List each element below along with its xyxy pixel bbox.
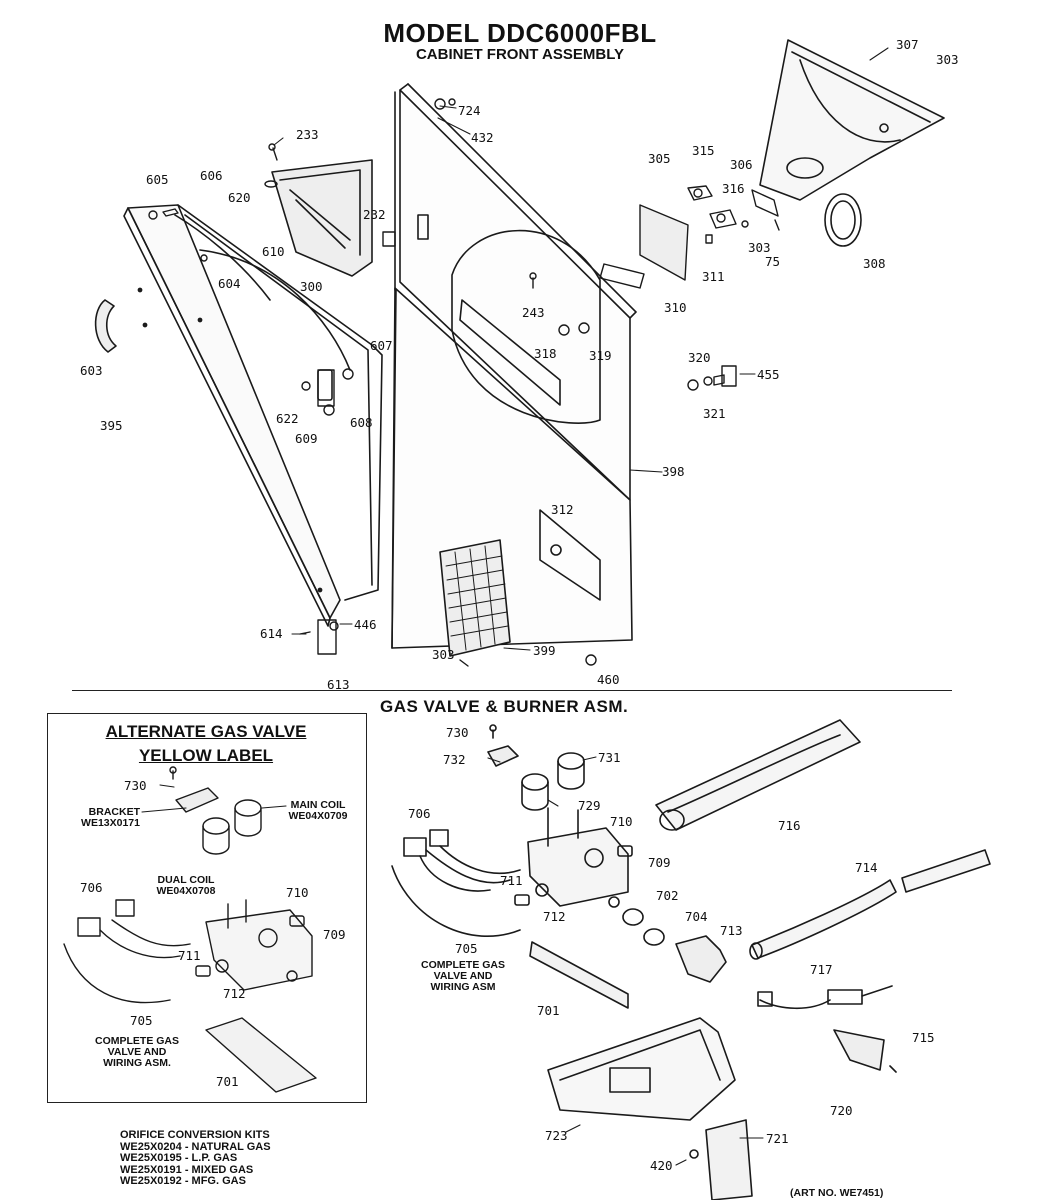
part-label: 702 bbox=[656, 888, 679, 903]
part-label: 723 bbox=[545, 1128, 568, 1143]
part-label: 711 bbox=[178, 948, 201, 963]
part-label: 613 bbox=[327, 677, 350, 692]
lint-duct-drawing bbox=[271, 159, 373, 277]
part-label: 607 bbox=[370, 338, 393, 353]
sensor-bracket-drawing bbox=[599, 185, 780, 289]
alternate-valve-box bbox=[47, 713, 367, 1103]
part-label: 701 bbox=[537, 1003, 560, 1018]
part-label: 706 bbox=[408, 806, 431, 821]
page-title: MODEL DDC6000FBL bbox=[383, 18, 657, 48]
part-label: 720 bbox=[830, 1103, 853, 1118]
part-label: 307 bbox=[896, 37, 919, 52]
part-label: 312 bbox=[551, 502, 574, 517]
part-label: 717 bbox=[810, 962, 833, 977]
part-label: 604 bbox=[218, 276, 241, 291]
door-switch-drawing bbox=[687, 365, 737, 391]
part-label: 316 bbox=[722, 181, 745, 196]
part-label: 455 bbox=[757, 367, 780, 382]
part-label: 614 bbox=[260, 626, 283, 641]
part-label: 620 bbox=[228, 190, 251, 205]
toe-grille-drawing bbox=[439, 539, 511, 657]
part-label: 610 bbox=[262, 244, 285, 259]
part-label: 605 bbox=[146, 172, 169, 187]
part-label: 622 bbox=[276, 411, 299, 426]
section-divider bbox=[72, 690, 952, 691]
part-label: 716 bbox=[778, 818, 801, 833]
part-label: 306 bbox=[730, 157, 753, 172]
part-label: 398 bbox=[662, 464, 685, 479]
part-label: 233 bbox=[296, 127, 319, 142]
part-label: 420 bbox=[650, 1158, 673, 1173]
leader-lines bbox=[141, 47, 889, 1166]
cabinet-small-parts-drawing bbox=[148, 98, 597, 667]
part-label: 603 bbox=[80, 363, 103, 378]
part-label: 729 bbox=[578, 798, 601, 813]
part-label: 300 bbox=[300, 279, 323, 294]
part-label: 721 bbox=[766, 1131, 789, 1146]
part-label: 310 bbox=[664, 300, 687, 315]
part-label: 710 bbox=[286, 885, 309, 900]
door-handle-drawing bbox=[94, 299, 117, 353]
part-label: 303 bbox=[748, 240, 771, 255]
part-label: 730 bbox=[124, 778, 147, 793]
orifice-kits-list: ORIFICE CONVERSION KITS WE25X0204 - NATU… bbox=[120, 1129, 271, 1187]
part-label: 232 bbox=[363, 207, 386, 222]
bulkhead-drawing bbox=[759, 39, 945, 247]
part-label: 321 bbox=[703, 406, 726, 421]
part-label: 311 bbox=[702, 269, 725, 284]
part-label: 714 bbox=[855, 860, 878, 875]
part-label: 732 bbox=[443, 752, 466, 767]
part-label: 308 bbox=[863, 256, 886, 271]
part-label: 705 bbox=[130, 1013, 153, 1028]
alternate-valve-title: ALTERNATE GAS VALVE bbox=[105, 722, 307, 741]
part-label: 446 bbox=[354, 617, 377, 632]
part-label: 709 bbox=[323, 927, 346, 942]
part-label: 706 bbox=[80, 880, 103, 895]
art-number: (ART NO. WE7451) bbox=[790, 1187, 884, 1199]
part-label: 395 bbox=[100, 418, 123, 433]
part-label: 711 bbox=[500, 873, 523, 888]
main-coil-caption: MAIN COIL WE04X0709 bbox=[288, 799, 348, 822]
cabinet-front-drawing bbox=[391, 83, 637, 649]
part-label: 305 bbox=[648, 151, 671, 166]
burner-parts-drawing bbox=[529, 719, 991, 1200]
part-label: 303 bbox=[432, 647, 455, 662]
part-label: 606 bbox=[200, 168, 223, 183]
alt-complete-caption: COMPLETE GAS VALVE AND WIRING ASM. bbox=[94, 1035, 179, 1069]
gas-section-title: GAS VALVE & BURNER ASM. bbox=[380, 697, 629, 716]
part-label: 710 bbox=[610, 814, 633, 829]
part-label: 713 bbox=[720, 923, 743, 938]
part-label: 704 bbox=[685, 909, 708, 924]
bracket-caption: BRACKET WE13X0171 bbox=[81, 806, 140, 829]
part-label: 705 bbox=[455, 941, 478, 956]
part-label: 432 bbox=[471, 130, 494, 145]
part-label: 715 bbox=[912, 1030, 935, 1045]
gas-valve-drawing bbox=[391, 724, 727, 983]
alternate-valve-drawing bbox=[63, 766, 317, 1093]
part-label: 724 bbox=[458, 103, 481, 118]
part-label: 701 bbox=[216, 1074, 239, 1089]
part-label: 243 bbox=[522, 305, 545, 320]
part-label: 609 bbox=[295, 431, 318, 446]
part-label: 318 bbox=[534, 346, 557, 361]
part-label: 319 bbox=[589, 348, 612, 363]
part-label: 460 bbox=[597, 672, 620, 687]
part-label: 709 bbox=[648, 855, 671, 870]
part-label: 731 bbox=[598, 750, 621, 765]
part-label: 75 bbox=[765, 254, 781, 269]
part-label: 315 bbox=[692, 143, 715, 158]
part-label: 712 bbox=[223, 986, 246, 1001]
part-label: 730 bbox=[446, 725, 469, 740]
door-panel-drawing bbox=[123, 204, 383, 627]
part-label: 303 bbox=[936, 52, 959, 67]
page-subtitle: CABINET FRONT ASSEMBLY bbox=[415, 46, 625, 63]
main-complete-caption: COMPLETE GAS VALVE AND WIRING ASM bbox=[420, 959, 505, 993]
part-label: 320 bbox=[688, 350, 711, 365]
alternate-valve-subtitle: YELLOW LABEL bbox=[138, 746, 274, 765]
part-label: 399 bbox=[533, 643, 556, 658]
part-label: 608 bbox=[350, 415, 373, 430]
dual-coil-caption: DUAL COIL WE04X0708 bbox=[156, 874, 216, 897]
part-label: 712 bbox=[543, 909, 566, 924]
